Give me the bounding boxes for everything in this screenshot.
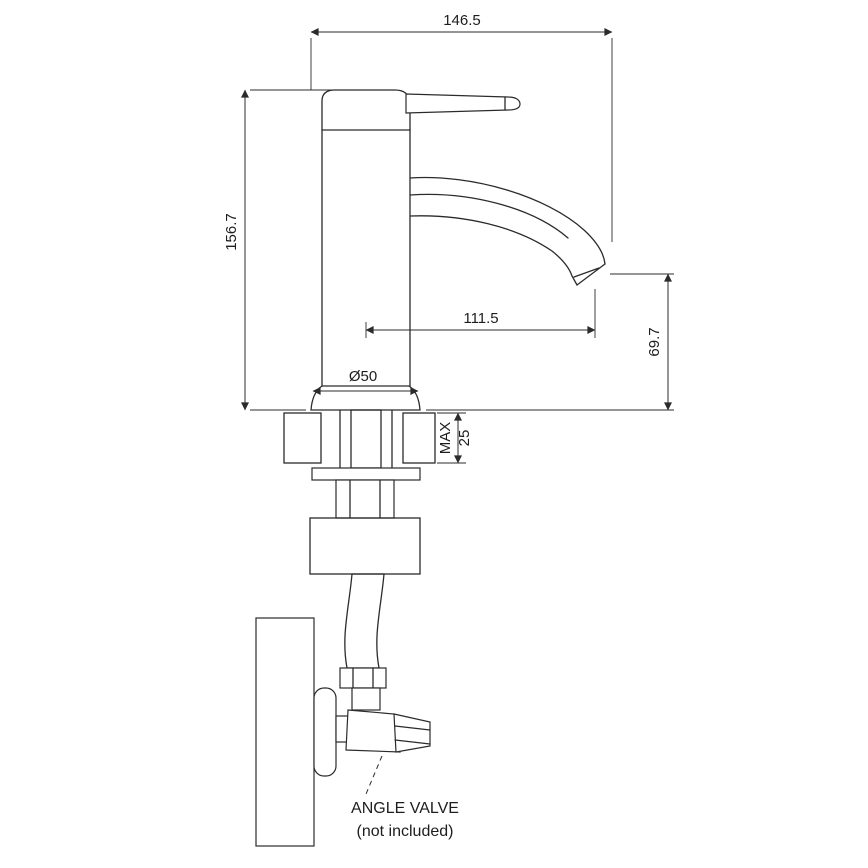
spout-upper-edge xyxy=(409,176,606,265)
wall-flange xyxy=(313,687,337,777)
dimension-max-deck-thickness: MAX 25 xyxy=(437,412,473,464)
spout-reach-label: 111.5 xyxy=(463,310,498,327)
angle-valve-annotation: ANGLE VALVE (not included) xyxy=(351,800,459,840)
spout-inner-line xyxy=(409,193,569,239)
angle-valve-note-line2: (not included) xyxy=(357,823,454,840)
flex-hose-assembly xyxy=(339,573,387,711)
dimension-spout-reach: 111.5 xyxy=(365,289,596,338)
overall-height-label: 156.7 xyxy=(223,213,240,251)
overall-width-label: 146.5 xyxy=(443,12,481,29)
dimension-outlet-height: 69.7 xyxy=(426,273,674,411)
angle-valve-leader-line xyxy=(365,755,383,795)
dimension-base-diameter: Ø50 xyxy=(312,368,419,395)
handle-cap xyxy=(321,89,411,131)
spout-end-cap xyxy=(576,263,606,286)
dimension-overall-height: 156.7 xyxy=(223,89,340,411)
counter-slab-right xyxy=(402,412,436,464)
wall xyxy=(255,617,315,847)
braided-flex-hose xyxy=(344,573,385,669)
handle-lever xyxy=(405,93,521,114)
fixing-washer-plate xyxy=(311,467,421,481)
body-base-flare xyxy=(310,385,421,411)
hose-connector xyxy=(351,687,381,711)
fixing-ribbed-nut xyxy=(309,517,421,575)
valve-hex-facet-bottom xyxy=(394,739,431,745)
hose-end-nut xyxy=(339,667,387,689)
counter-slab-left xyxy=(283,412,322,464)
base-diameter-label: Ø50 xyxy=(349,368,377,385)
under-counter-fixing xyxy=(309,467,421,575)
max-deck-value: 25 xyxy=(456,430,473,447)
faucet-handle xyxy=(321,89,521,131)
spout-lower-edge xyxy=(409,215,578,286)
angle-valve-note-line1: ANGLE VALVE xyxy=(351,800,459,817)
spout-aerator-line xyxy=(573,267,600,278)
valve-body xyxy=(345,709,401,753)
fixing-neck xyxy=(335,479,395,519)
valve-hex-facet-top xyxy=(394,725,431,731)
valve-hex-nut xyxy=(393,713,431,753)
shank-braided-core xyxy=(350,409,382,469)
dimension-overall-width: 146.5 xyxy=(310,12,613,242)
angle-valve xyxy=(335,709,431,753)
wall-section xyxy=(255,617,337,847)
faucet-spout xyxy=(409,176,606,286)
max-deck-label: MAX xyxy=(437,422,454,455)
countertop-section xyxy=(283,409,436,469)
outlet-height-label: 69.7 xyxy=(646,327,663,356)
